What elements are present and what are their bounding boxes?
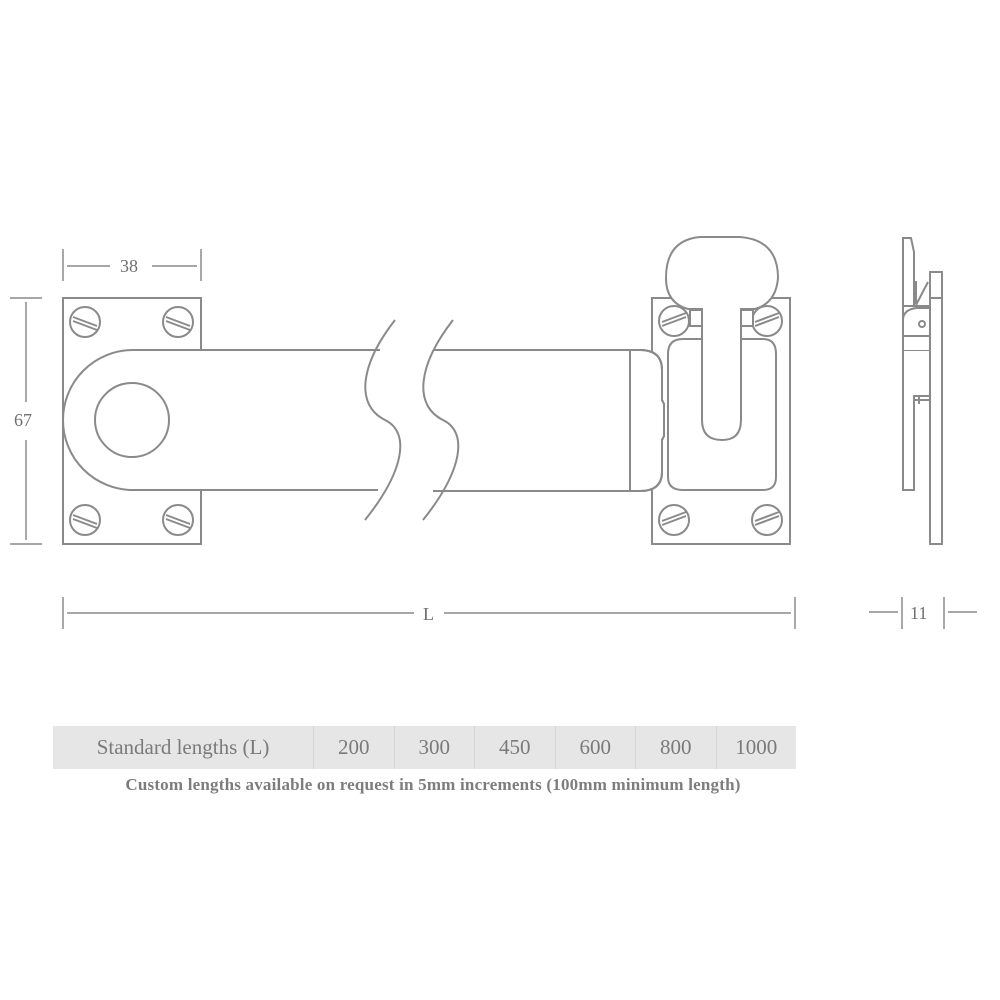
table-cell: 300 bbox=[395, 726, 475, 769]
screw-icon bbox=[751, 504, 783, 536]
table-cell: 600 bbox=[556, 726, 636, 769]
table-header: Standard lengths (L) bbox=[53, 726, 314, 769]
table-cell: 450 bbox=[475, 726, 556, 769]
screw-icon bbox=[658, 305, 690, 337]
screw-icon bbox=[751, 305, 783, 337]
label-width: 38 bbox=[116, 256, 142, 276]
dimension-width-38 bbox=[62, 249, 202, 281]
screw-icon bbox=[69, 504, 101, 536]
standard-lengths-table: Standard lengths (L) 200 300 450 600 800… bbox=[53, 726, 796, 769]
custom-lengths-note: Custom lengths available on request in 5… bbox=[125, 775, 741, 794]
screw-icon bbox=[69, 306, 101, 338]
right-keep-plate bbox=[629, 236, 791, 545]
screw-icon bbox=[162, 306, 194, 338]
break-lines bbox=[364, 319, 460, 521]
bolt-bar-left bbox=[62, 349, 380, 491]
bolt-bar-right bbox=[433, 349, 645, 492]
side-elevation bbox=[902, 237, 943, 545]
dimension-depth-11 bbox=[869, 597, 977, 629]
label-depth: 11 bbox=[908, 603, 930, 623]
dimension-height-67 bbox=[10, 297, 42, 545]
table-cell: 200 bbox=[314, 726, 395, 769]
table-cell: 800 bbox=[636, 726, 717, 769]
table-cell: 1000 bbox=[735, 735, 778, 759]
label-length: L bbox=[419, 604, 438, 624]
label-height: 67 bbox=[10, 410, 36, 430]
dimension-length-L bbox=[62, 597, 796, 629]
screw-icon bbox=[162, 504, 194, 536]
screw-icon bbox=[658, 504, 690, 536]
